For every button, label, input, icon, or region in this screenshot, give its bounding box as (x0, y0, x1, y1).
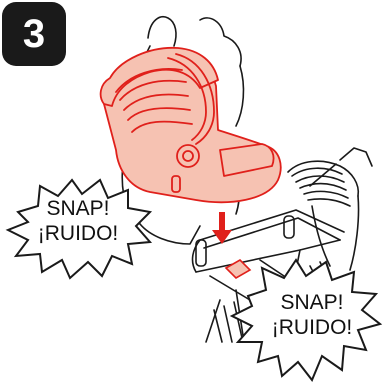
mount-connector-marker (226, 260, 250, 278)
snap-callout-right-line2: ¡RUIDO! (260, 315, 364, 340)
step-number: 3 (2, 2, 66, 66)
snap-callout-right-line1: SNAP! (260, 290, 364, 315)
snap-callout-left-line1: SNAP! (28, 196, 128, 221)
snap-callout-left-line2: ¡RUIDO! (28, 221, 128, 246)
snap-callout-right: SNAP! ¡RUIDO! (260, 290, 364, 340)
snap-callout-left: SNAP! ¡RUIDO! (28, 196, 128, 246)
infant-car-seat (101, 48, 281, 202)
